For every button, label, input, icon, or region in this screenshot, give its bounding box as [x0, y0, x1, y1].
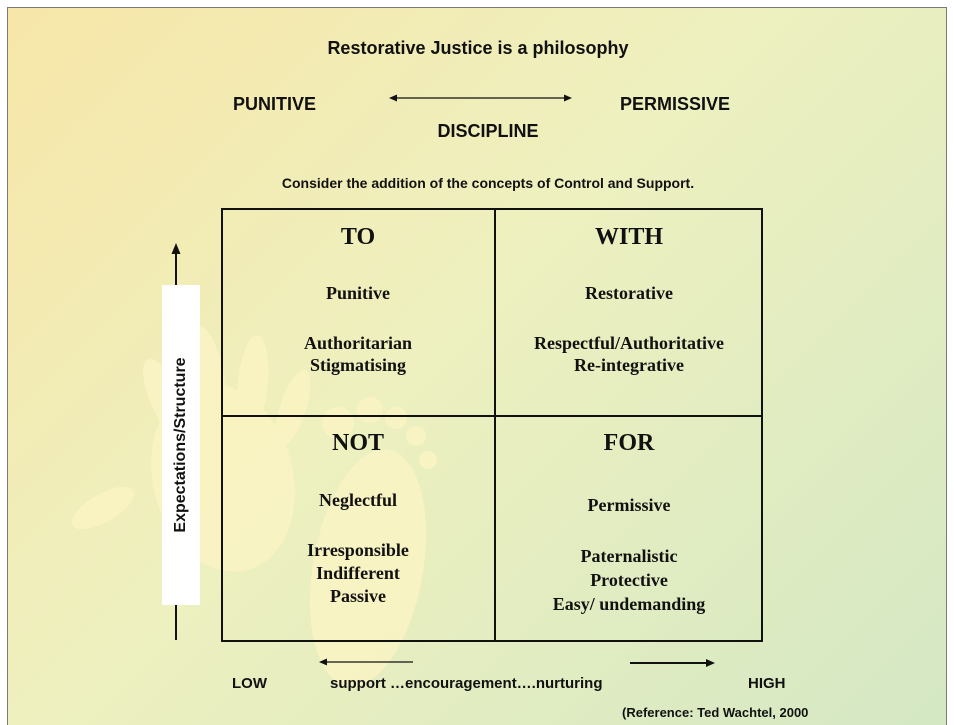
quadrant-to-line: Punitive: [325, 283, 390, 303]
grid-horizontal-divider: [223, 415, 761, 417]
social-discipline-grid: TO Punitive Authoritarian Stigmatising W…: [221, 208, 763, 642]
quadrant-for-line: Permissive: [587, 495, 671, 515]
quadrant-with-line: Restorative: [585, 283, 673, 303]
x-axis-label: support …encouragement….nurturing: [330, 675, 603, 692]
quadrant-for-line: Protective: [590, 570, 668, 590]
quadrant-for-line: Paternalistic: [580, 546, 678, 566]
quadrant-not-line: Neglectful: [319, 490, 397, 510]
quadrant-for-head: FOR: [603, 430, 655, 456]
x-axis-high-label: HIGH: [748, 675, 786, 692]
y-axis-label: Expectations/Structure: [172, 357, 189, 533]
consider-note: Consider the addition of the concepts of…: [281, 175, 695, 191]
quadrant-with-line: Re-integrative: [574, 355, 684, 375]
quadrant-with-line: Respectful/Authoritative: [534, 333, 724, 353]
quadrant-to-line: Stigmatising: [309, 355, 406, 375]
slide: Restorative Justice is a philosophy PUNI…: [7, 7, 947, 725]
grid-vertical-divider: [494, 210, 496, 640]
quadrant-not-line: Passive: [330, 586, 386, 606]
x-axis-low-label: LOW: [232, 675, 267, 692]
left-arrow-icon: [319, 658, 413, 666]
spectrum-center-label: DISCIPLINE: [437, 121, 539, 141]
quadrant-not-head: NOT: [331, 430, 384, 456]
quadrant-not-line: Irresponsible: [307, 540, 409, 560]
quadrant-to-line: Authoritarian: [304, 333, 412, 353]
quadrant-with-head: WITH: [594, 224, 663, 250]
spectrum-left-label: PUNITIVE: [233, 94, 317, 114]
spectrum-right-label: PERMISSIVE: [620, 94, 731, 114]
quadrant-to-head: TO: [340, 224, 376, 250]
reference-note: (Reference: Ted Wachtel, 2000: [622, 705, 809, 720]
y-axis-label-box: [162, 285, 200, 605]
right-arrow-icon: [630, 659, 715, 667]
quadrant-not-line: Indifferent: [316, 563, 400, 583]
double-arrow-icon: [389, 94, 572, 102]
slide-title: Restorative Justice is a philosophy: [327, 38, 629, 58]
quadrant-for-line: Easy/ undemanding: [552, 594, 706, 614]
